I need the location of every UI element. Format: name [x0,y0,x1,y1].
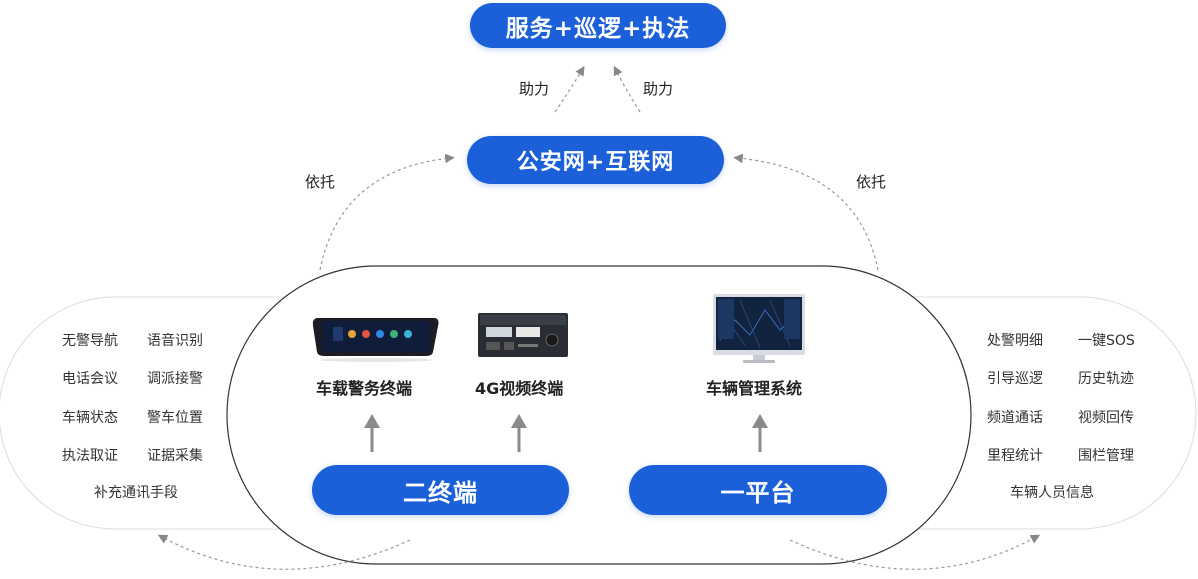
bottom-arc-right [789,534,1041,570]
video-terminal-label: 4G视频终端 [475,379,564,398]
rely-arc-right [733,153,879,271]
monitor-icon [713,294,805,363]
right-feature-item: 围栏管理 [1078,448,1134,464]
management-system-label: 车辆管理系统 [706,379,803,398]
left-feature-item: 补充通讯手段 [94,485,178,501]
right-feature-item: 处警明细 [987,333,1043,349]
rely-arc-left [319,153,455,271]
left-feature-item: 车辆状态 [62,410,118,426]
left-feature-item: 无警导航 [62,333,118,349]
left-feature-item: 证据采集 [147,448,203,464]
assist-label-right: 助力 [643,80,674,98]
video-terminal-icon [478,313,568,357]
mirror-terminal-icon [312,318,439,362]
left-feature-panel [0,296,320,530]
right-feature-item: 引导巡逻 [987,371,1043,387]
left-feature-item: 电话会议 [62,371,118,387]
right-feature-panel [880,296,1197,530]
network-label: 公安网+互联网 [516,150,675,175]
two-terminals-pill: 二终端 [312,465,569,515]
right-feature-item: 视频回传 [1078,410,1134,426]
one-platform-label: 一平台 [720,478,796,507]
vehicle-terminal-label: 车载警务终端 [316,379,413,398]
rely-label-right: 依托 [856,173,887,191]
one-platform-pill: 一平台 [629,465,887,515]
right-feature-item: 车辆人员信息 [1010,485,1094,501]
network-pill: 公安网+互联网 [467,136,724,184]
left-feature-item: 警车位置 [147,410,203,426]
assist-arrow-right [613,65,641,113]
bottom-arc-left [157,534,411,570]
two-terminals-label: 二终端 [403,478,478,507]
right-feature-item: 里程统计 [987,448,1043,464]
central-container [226,265,972,565]
assist-arrow-left [554,65,585,113]
assist-label-left: 助力 [519,80,550,98]
top-goal-pill: 服务+巡逻+执法 [470,3,726,48]
top-goal-label: 服务+巡逻+执法 [505,15,691,42]
right-feature-item: 一键SOS [1078,333,1135,349]
left-feature-item: 执法取证 [62,448,118,464]
left-feature-item: 语音识别 [147,333,203,349]
right-feature-item: 频道通话 [987,410,1043,426]
rely-label-left: 依托 [305,173,336,191]
left-feature-item: 调派接警 [147,371,203,387]
right-feature-item: 历史轨迹 [1078,371,1134,387]
